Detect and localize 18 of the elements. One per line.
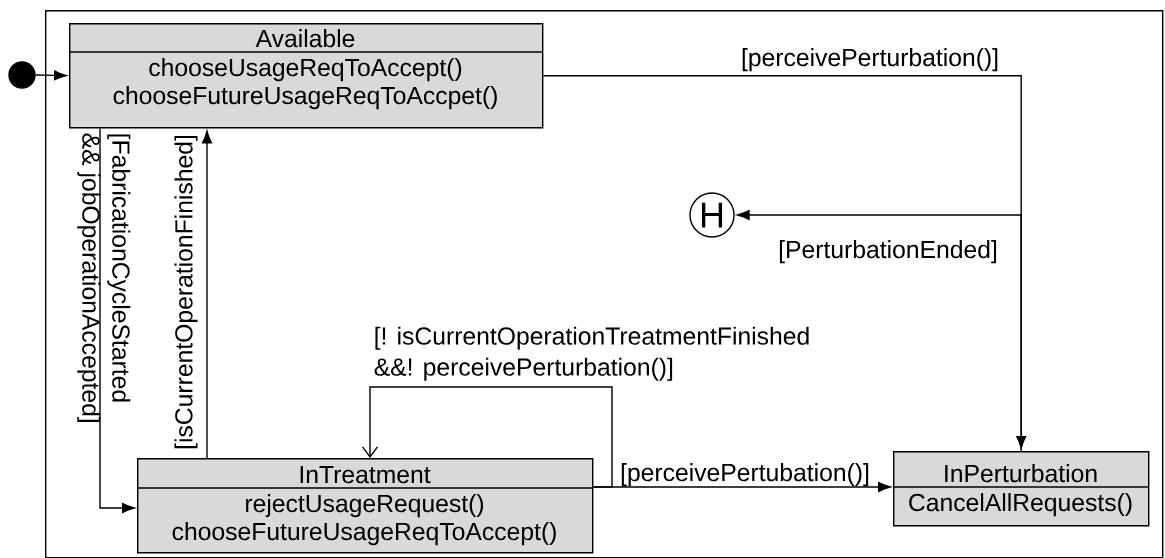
arrow bbox=[736, 210, 1022, 452]
state-box: InPerturbation CancelAllRequests() bbox=[892, 451, 1150, 527]
edge-label: [FabricationCycleStarted && jobOperationAccepted] bbox=[77, 133, 131, 422]
edge-label: [isCurrentOperationFinished] bbox=[174, 135, 198, 449]
arrow bbox=[592, 482, 891, 492]
state-frame bbox=[45, 10, 1164, 558]
edge-label: [! isCurrentOperationTreatmentFinished &&! perceivePerturbation()] bbox=[374, 326, 809, 381]
edge-label: [perceivePerturbation()] bbox=[742, 48, 998, 72]
state-box: Available chooseUsageReqToAccept() chooseFutureUsageReqToAccpet() bbox=[68, 23, 544, 129]
state-box: InTreatment rejectUsageRequest() chooseFutureUsageReqToAccept() bbox=[136, 458, 594, 554]
arrow bbox=[202, 130, 212, 459]
arrow bbox=[361, 386, 613, 488]
arrow bbox=[35, 70, 67, 81]
edge-label: [perceivePertubation()] bbox=[621, 463, 869, 487]
edge-label: [PerturbationEnded] bbox=[779, 240, 997, 264]
arrow bbox=[542, 75, 1027, 449]
initial-dot bbox=[8, 61, 36, 89]
arrow bbox=[99, 127, 135, 513]
